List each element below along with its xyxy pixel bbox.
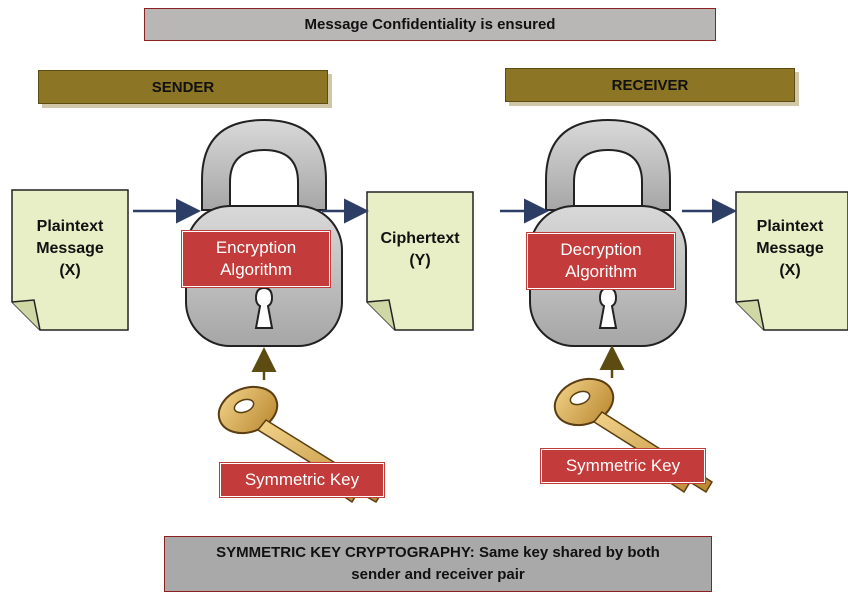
ciphertext-document-icon <box>366 191 474 331</box>
sender-symmetric-key-label: Symmetric Key <box>220 463 384 497</box>
symmetric-key-footer: SYMMETRIC KEY CRYPTOGRAPHY: Same key sha… <box>164 536 712 592</box>
receiver-plaintext-line2: Message <box>756 240 824 257</box>
sender-key-text: Symmetric Key <box>244 470 360 489</box>
footer-line2: sender and receiver pair <box>351 566 525 583</box>
receiver-plaintext-document-icon <box>735 191 848 331</box>
receiver-plaintext-line1: Plaintext <box>756 218 824 235</box>
receiver-symmetric-key-label: Symmetric Key <box>541 449 705 483</box>
sender-plaintext-document-icon <box>11 189 129 331</box>
receiver-key-text: Symmetric Key <box>565 456 681 475</box>
sender-label: SENDER <box>151 78 215 96</box>
ciphertext-line2: (Y) <box>409 252 431 269</box>
receiver-plaintext-line3: (X) <box>779 262 801 279</box>
confidentiality-banner: Message Confidentiality is ensured <box>144 8 716 41</box>
receiver-header: RECEIVER <box>505 68 795 102</box>
encryption-line1: Encryption <box>215 238 297 257</box>
sender-plaintext-line2: Message <box>36 240 104 257</box>
ciphertext-line1: Ciphertext <box>380 230 460 247</box>
sender-plaintext-line3: (X) <box>59 262 81 279</box>
footer-line1: SYMMETRIC KEY CRYPTOGRAPHY: Same key sha… <box>216 544 660 561</box>
receiver-plaintext-text: Plaintext Message (X) <box>740 216 840 282</box>
receiver-label: RECEIVER <box>611 76 689 94</box>
decryption-algorithm-label: Decryption Algorithm <box>527 233 675 289</box>
banner-title: Message Confidentiality is ensured <box>304 16 556 33</box>
sender-plaintext-text: Plaintext Message (X) <box>20 216 120 282</box>
encryption-line2: Algorithm <box>220 260 292 279</box>
ciphertext-text: Ciphertext (Y) <box>370 228 470 272</box>
decryption-line2: Algorithm <box>565 262 637 281</box>
sender-header: SENDER <box>38 70 328 104</box>
decryption-line1: Decryption <box>560 240 642 259</box>
sender-plaintext-line1: Plaintext <box>36 218 104 235</box>
encryption-algorithm-label: Encryption Algorithm <box>182 231 330 287</box>
